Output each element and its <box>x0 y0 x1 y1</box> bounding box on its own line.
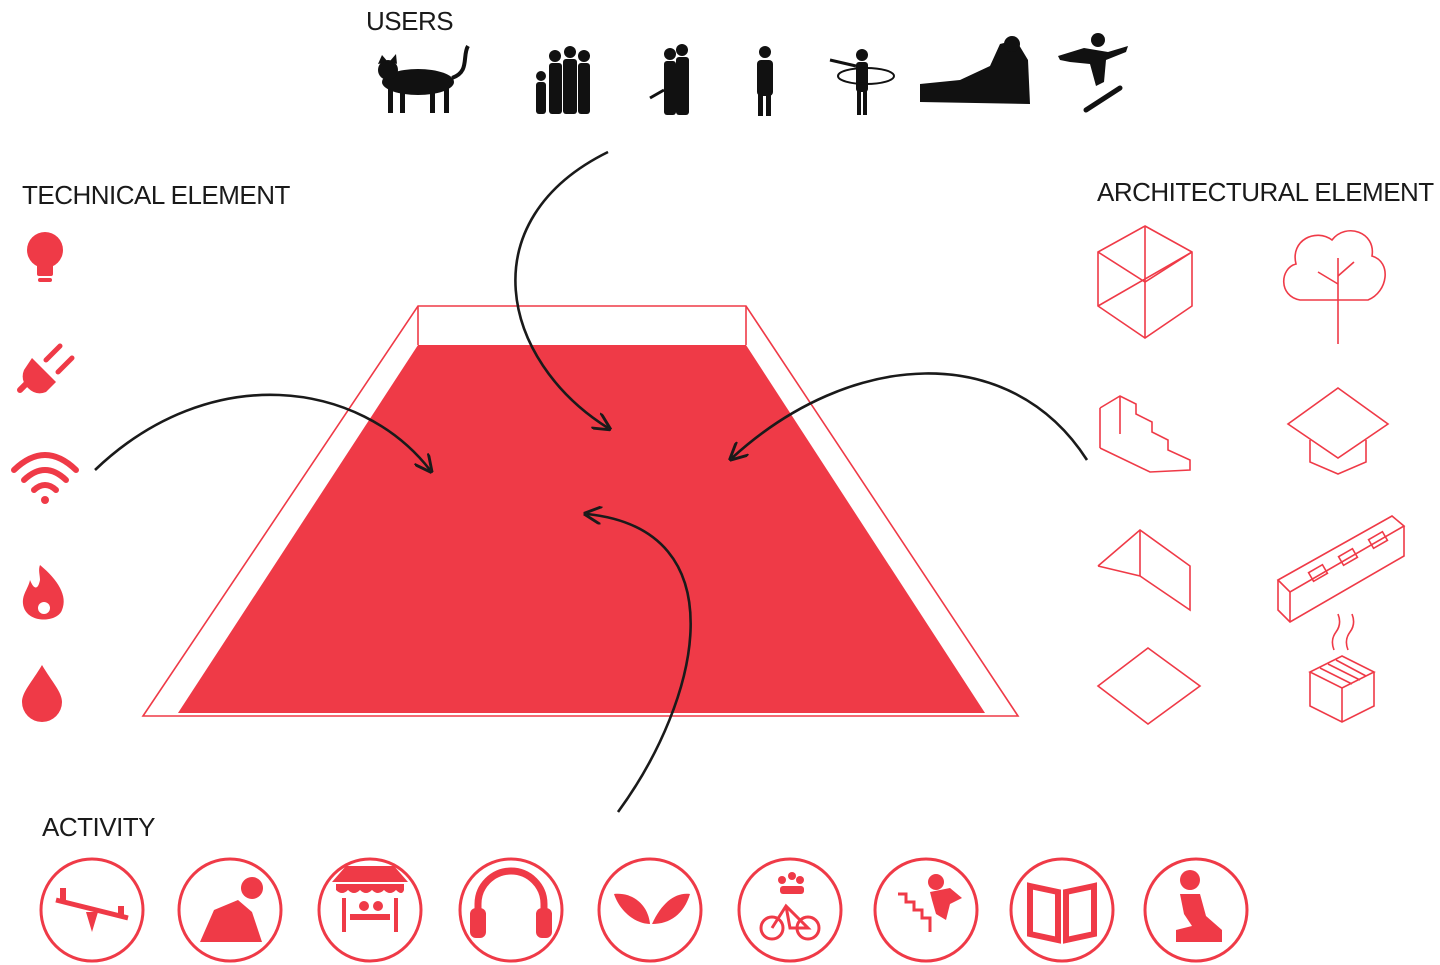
headphones-icon <box>458 857 564 963</box>
person-relaxing-icon <box>177 857 283 963</box>
activities <box>39 857 1249 963</box>
family-icon <box>536 46 590 114</box>
folded-plane-icon <box>1097 528 1191 612</box>
market-stall-icon <box>317 857 423 963</box>
flow-arrows <box>94 150 1089 813</box>
architectural-elements <box>1096 225 1406 725</box>
flat-square-icon <box>1096 647 1202 725</box>
users-label: USERS <box>366 6 454 36</box>
cube-frame-icon <box>1097 225 1193 339</box>
cat-icon <box>378 44 470 113</box>
stairs-icon <box>1099 395 1191 473</box>
arrow-from-users <box>514 150 608 428</box>
skateboarder-icon <box>1058 33 1128 113</box>
lightbulb-icon <box>27 232 63 282</box>
technical-element-label: TECHNICAL ELEMENT <box>22 180 290 210</box>
water-drop-icon <box>22 665 62 722</box>
arrow-from-activity <box>587 514 692 813</box>
child-hula-hoop-icon <box>829 49 895 115</box>
planter-bench-icon <box>1276 515 1406 624</box>
wifi-icon <box>11 452 79 504</box>
kid-stairs-icon <box>873 857 979 963</box>
users-row <box>378 33 1128 116</box>
barbecue-grill-icon <box>1308 613 1376 723</box>
plug-icon <box>17 343 75 394</box>
leaves-icon <box>597 857 703 963</box>
couple-icon <box>649 44 689 115</box>
roof-platform-icon <box>1286 387 1390 475</box>
fire-icon <box>22 565 64 620</box>
technical-elements <box>11 232 79 722</box>
person-kneeling-icon <box>1143 857 1249 963</box>
architectural-element-label: ARCHITECTURAL ELEMENT <box>1097 177 1434 207</box>
activity-label: ACTIVITY <box>42 812 156 842</box>
open-book-icon <box>1009 857 1115 963</box>
tree-icon <box>1283 230 1386 344</box>
arrow-from-technical <box>94 393 430 470</box>
person-lying-icon <box>920 36 1030 104</box>
arrow-from-architectural <box>732 372 1089 460</box>
central-plaza <box>141 305 1020 717</box>
person-standing-icon <box>757 46 773 116</box>
seesaw-icon <box>39 857 145 963</box>
bicycle-icon <box>737 857 843 963</box>
